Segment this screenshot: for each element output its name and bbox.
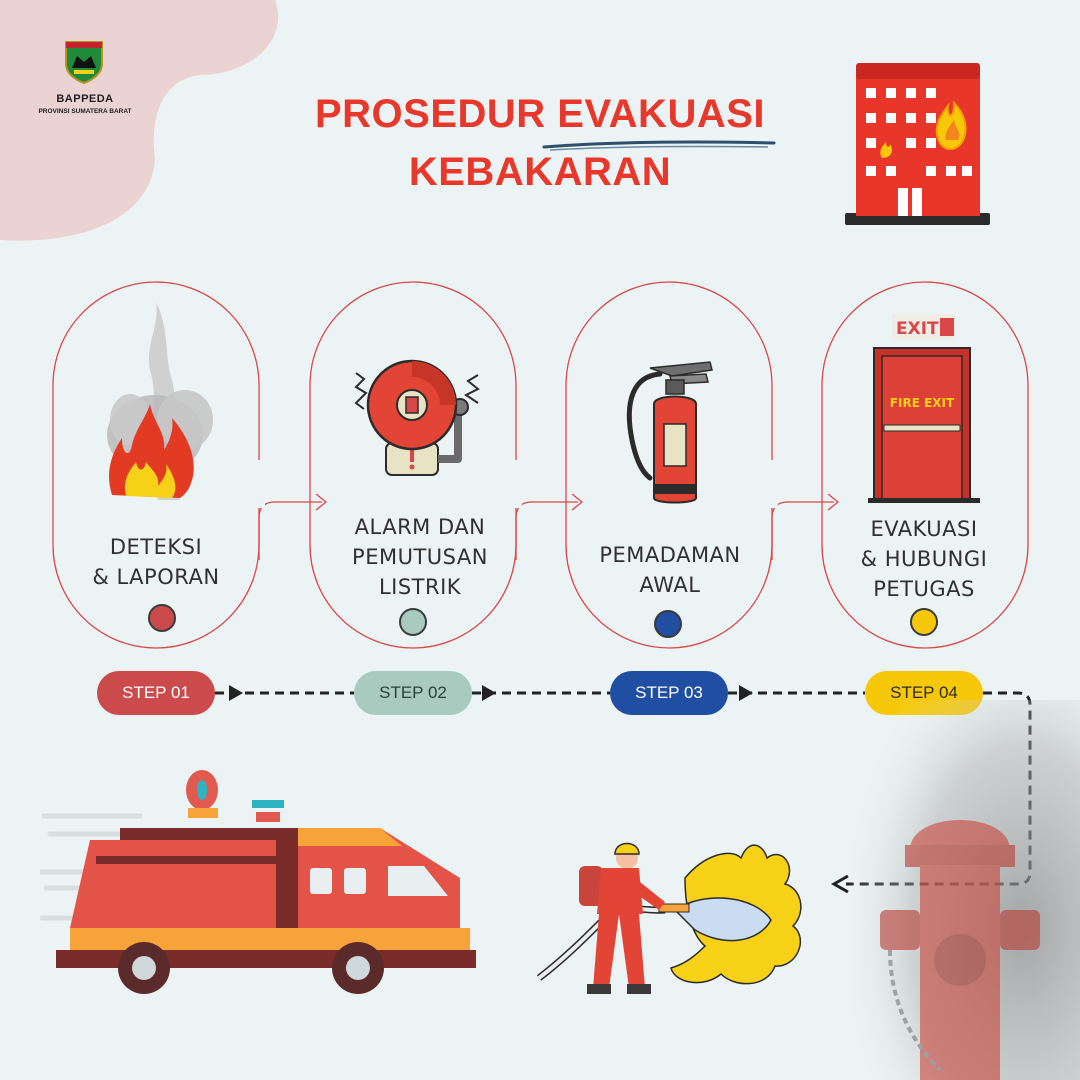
fire-extinguisher-icon <box>626 361 713 504</box>
exit-sign-text: EXIT <box>896 319 939 339</box>
step-01-dot <box>148 604 176 632</box>
step-03-badge: STEP 03 <box>610 671 728 715</box>
step-01-label: DETEKSI & LAPORAN <box>92 535 220 589</box>
title-underline <box>542 140 776 151</box>
step-02-badge: STEP 02 <box>354 671 472 715</box>
org-subtitle: PROVINSI SUMATERA BARAT <box>38 108 132 115</box>
steps-track <box>52 281 1029 649</box>
step-01-badge: STEP 01 <box>97 671 215 715</box>
org-name: BAPPEDA <box>56 93 114 105</box>
fire-alarm-bell-icon <box>354 359 480 476</box>
step-04-label: EVAKUASI & HUBUNGI PETUGAS <box>860 517 988 601</box>
bappeda-logo-icon <box>65 41 103 84</box>
fire-exit-door-icon: EXIT FIRE EXIT <box>868 314 980 503</box>
page-title-line1: PROSEDUR EVAKUASI <box>314 92 766 136</box>
step-03-dot <box>654 610 682 638</box>
step-04-dot <box>910 608 938 636</box>
firefighter-icon <box>536 842 802 994</box>
fire-icon <box>107 302 213 500</box>
fire-hydrant-photo <box>850 700 1080 1080</box>
step-02-label: ALARM DAN PEMUTUSAN LISTRIK <box>352 515 488 599</box>
step-03-label: PEMADAMAN AWAL <box>599 543 741 597</box>
step-card-04 <box>821 281 1029 649</box>
fire-exit-text: FIRE EXIT <box>890 396 955 410</box>
step-02-dot <box>399 608 427 636</box>
burning-building-icon <box>845 63 990 225</box>
fire-truck-icon <box>40 770 476 994</box>
page-title-line2: KEBAKARAN <box>408 150 672 194</box>
